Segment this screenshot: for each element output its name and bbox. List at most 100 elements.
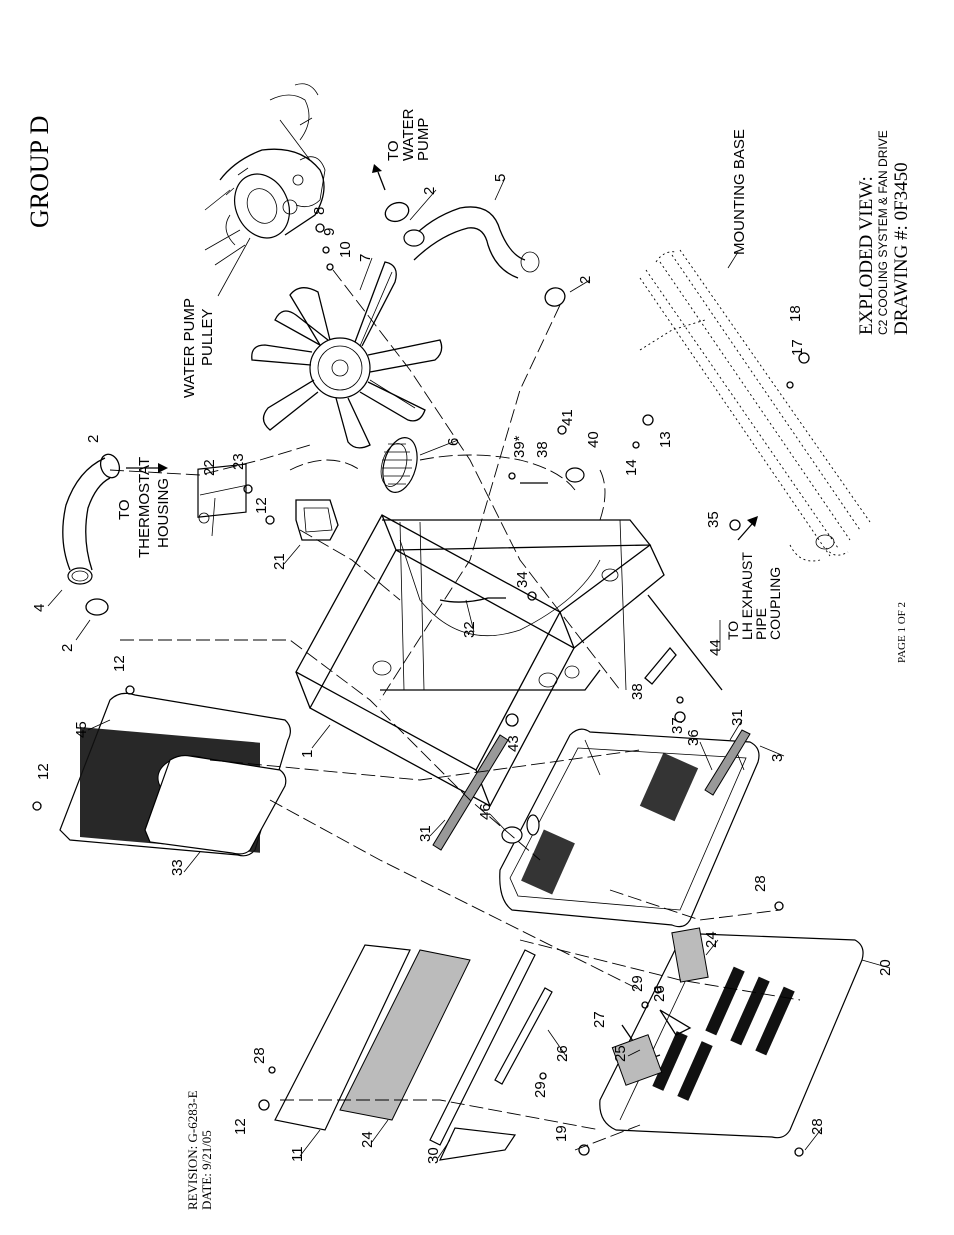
callout-24: 24: [359, 1131, 376, 1148]
note-water-pump-pulley: WATER PUMP PULLEY: [181, 237, 251, 398]
note-text: PIPE: [753, 608, 769, 640]
callout-46: 46: [477, 803, 494, 820]
seal-strips: [429, 949, 553, 1161]
callout-5: 5: [492, 174, 509, 182]
callout-3: 3: [769, 754, 786, 762]
callout-32: 32: [461, 621, 478, 638]
tank-bracket: [295, 499, 339, 541]
callout-45: 45: [73, 721, 90, 738]
fan-blade: [251, 261, 443, 449]
coolant-recovery-tank: [197, 463, 249, 537]
callout-8: 8: [311, 207, 328, 215]
note-text: TO: [385, 140, 402, 161]
lower-hose: [403, 206, 540, 279]
callout-22: 22: [201, 459, 218, 476]
foam-pad: [339, 949, 471, 1121]
callout-29: 29: [629, 975, 646, 992]
assembly-lines: [109, 269, 801, 1151]
callout-13: 13: [657, 431, 674, 448]
callout-23: 23: [230, 453, 247, 470]
note-to-lh-exhaust: TO LH EXHAUST PIPE COUPLING: [725, 516, 783, 640]
fan-clutch: [380, 437, 418, 493]
callout-26: 26: [554, 1045, 571, 1062]
note-text: PUMP: [415, 118, 432, 161]
callout-18: 18: [787, 305, 804, 322]
callout-14: 14: [623, 459, 640, 476]
note-text: HOUSING: [155, 478, 172, 548]
callout-40: 40: [585, 431, 602, 448]
callout-37: 37: [669, 717, 686, 734]
callout-leaders: [47, 177, 891, 1159]
callout-11: 11: [289, 1146, 306, 1162]
callout-12: 12: [35, 763, 52, 780]
upper-hose: [62, 457, 111, 585]
callout-28: 28: [752, 875, 769, 892]
callout-2: 2: [421, 187, 438, 195]
hose-clamp: [85, 201, 566, 616]
callout-1: 1: [299, 750, 316, 758]
title-line-1: EXPLODED VIEW:: [856, 176, 877, 335]
note-text: PULLEY: [199, 308, 216, 366]
callout-38: 38: [534, 441, 551, 458]
callout-44: 44: [707, 639, 724, 656]
callout-36: 36: [685, 729, 702, 746]
callouts: 1 2 2 2 2 3 4 5 6 7 8 9 10 11 12 12 12 1…: [31, 174, 894, 1164]
callout-4: 4: [31, 604, 48, 612]
mounting-base: [639, 249, 871, 562]
note-text: COUPLING: [767, 567, 783, 640]
callout-31: 31: [417, 825, 434, 842]
callout-33: 33: [169, 859, 186, 876]
callout-2: 2: [577, 276, 594, 284]
note-text: TO: [725, 621, 741, 640]
page-number: PAGE 1 OF 2: [896, 602, 908, 663]
hardware-bolts: [32, 223, 810, 1157]
callout-31: 31: [729, 709, 746, 726]
note-text: WATER: [400, 108, 417, 161]
shroud-cover: [599, 932, 864, 1139]
callout-19: 19: [553, 1125, 570, 1142]
fan-guard-lower: [144, 754, 287, 855]
radiator-core: [499, 728, 760, 928]
callout-34: 34: [514, 571, 531, 588]
callout-26: 26: [651, 985, 668, 1002]
callout-20: 20: [877, 959, 894, 976]
callout-30: 30: [425, 1147, 442, 1164]
group-title: GROUP D: [25, 116, 54, 228]
callout-28: 28: [809, 1118, 826, 1135]
callout-25: 25: [612, 1045, 629, 1062]
callout-12: 12: [232, 1118, 249, 1135]
revision-text: REVISION: G-6283-E: [185, 1090, 200, 1210]
callout-41: 41: [559, 409, 576, 426]
title-line-2: C2 COOLING SYSTEM & FAN DRIVE: [876, 130, 890, 335]
callout-38: 38: [629, 683, 646, 700]
callout-17: 17: [789, 339, 806, 356]
callout-12: 12: [111, 655, 128, 672]
note-to-thermostat-housing: TO THERMOSTAT HOUSING: [116, 457, 172, 558]
note-to-water-pump: TO WATER PUMP: [372, 108, 432, 191]
callout-24: 24: [703, 931, 720, 948]
callout-9: 9: [321, 228, 338, 236]
callout-29: 29: [532, 1081, 549, 1098]
top-panel: [274, 944, 411, 1131]
callout-12: 12: [253, 497, 270, 514]
water-pump-assembly: [204, 83, 326, 266]
callout-2: 2: [85, 435, 102, 443]
callout-28: 28: [251, 1047, 268, 1064]
title-line-3: DRAWING #: 0F3450: [891, 162, 912, 335]
note-mounting-base: MOUNTING BASE: [731, 129, 748, 255]
note-text: THERMOSTAT: [136, 457, 153, 558]
callout-2: 2: [59, 644, 76, 652]
side-bracket: [432, 729, 751, 851]
note-text: WATER PUMP: [181, 298, 198, 398]
note-text: LH EXHAUST: [739, 552, 755, 640]
title-block: EXPLODED VIEW: C2 COOLING SYSTEM & FAN D…: [856, 130, 912, 335]
callout-7: 7: [357, 254, 374, 262]
callout-43: 43: [505, 735, 522, 752]
callout-39: 39*: [511, 435, 528, 458]
callout-21: 21: [271, 553, 288, 570]
note-text: TO: [116, 499, 133, 520]
callout-35: 35: [705, 511, 722, 528]
callout-27: 27: [591, 1011, 608, 1028]
callout-10: 10: [337, 241, 354, 258]
